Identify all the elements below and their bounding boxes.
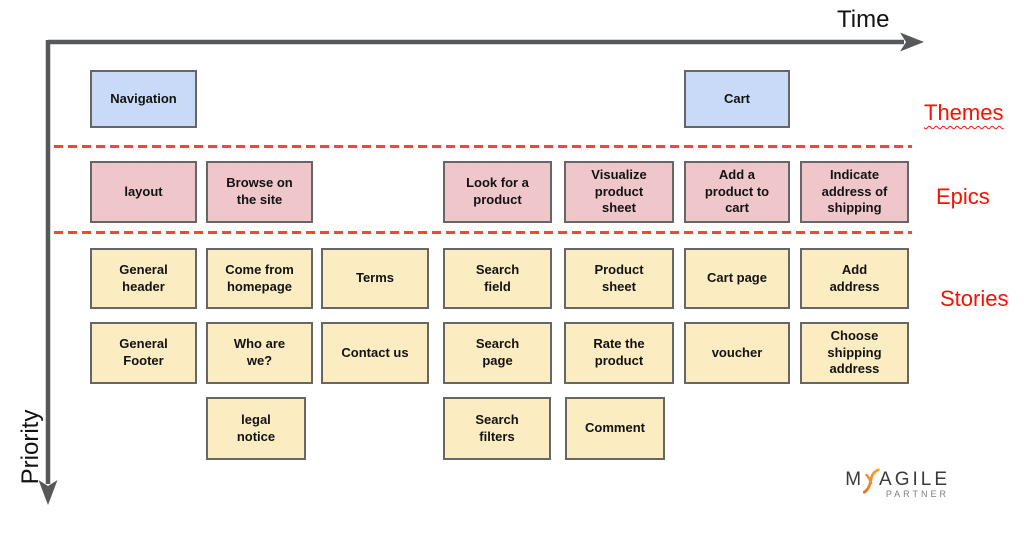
logo-word: AGILE xyxy=(879,469,950,490)
story-card-rate-product: Rate the product xyxy=(564,322,674,384)
story-card-come-from-homepage: Come from homepage xyxy=(206,248,313,309)
story-card-search-field: Search field xyxy=(443,248,552,309)
epics-stories-divider xyxy=(54,231,912,234)
epic-card-layout: layout xyxy=(90,161,197,223)
logo-prefix: M xyxy=(845,469,865,490)
story-card-general-header: General header xyxy=(90,248,197,309)
time-axis-arrow xyxy=(48,32,924,52)
story-card-cart-page: Cart page xyxy=(684,248,790,309)
story-card-choose-shipping: Choose shipping address xyxy=(800,322,909,384)
story-card-terms: Terms xyxy=(321,248,429,309)
layer-label-stories-text: Stories xyxy=(940,286,1009,311)
story-card-comment: Comment xyxy=(565,397,665,460)
layer-label-stories: Stories xyxy=(940,286,1008,311)
story-card-legal-notice: legal notice xyxy=(206,397,306,460)
epic-card-shipping-address: Indicate address of shipping xyxy=(800,161,909,223)
orange-swoosh-icon xyxy=(862,468,880,494)
story-card-product-sheet: Product sheet xyxy=(564,248,674,309)
myagile-partner-logo: M AGILE PARTNER xyxy=(838,466,950,499)
story-card-search-filters: Search filters xyxy=(443,397,551,460)
theme-card-cart: Cart xyxy=(684,70,790,128)
story-card-voucher: voucher xyxy=(684,322,790,384)
story-card-contact-us: Contact us xyxy=(321,322,429,384)
epic-card-add-to-cart: Add a product to cart xyxy=(684,161,790,223)
story-card-general-footer: General Footer xyxy=(90,322,197,384)
themes-epics-divider xyxy=(54,145,912,148)
logo-subtext: PARTNER xyxy=(885,489,949,499)
story-card-who-are-we: Who are we? xyxy=(206,322,313,384)
epic-card-look-for-product: Look for a product xyxy=(443,161,552,223)
epic-card-browse: Browse on the site xyxy=(206,161,313,223)
story-card-search-page: Search page xyxy=(443,322,552,384)
theme-card-navigation: Navigation xyxy=(90,70,197,128)
story-card-add-address: Add address xyxy=(800,248,909,309)
layer-label-themes: Themes xyxy=(924,100,1003,125)
epic-card-visualize-sheet: Visualize product sheet xyxy=(564,161,674,223)
layer-label-epics-text: Epics xyxy=(936,184,990,209)
layer-label-themes-text: Themes xyxy=(924,100,1004,125)
priority-axis-label: Priority xyxy=(17,409,44,485)
layer-label-epics: Epics xyxy=(936,184,990,209)
time-axis-label: Time xyxy=(837,6,890,33)
